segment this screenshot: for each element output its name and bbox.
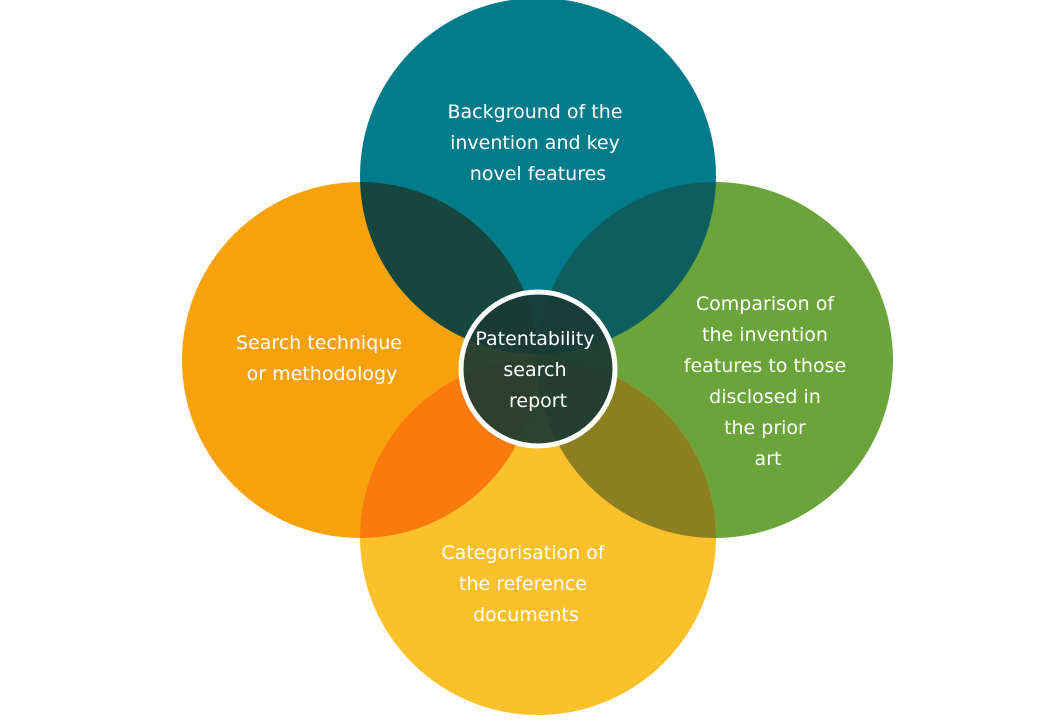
label-comparison-line: disclosed in — [709, 386, 821, 408]
center-label-line: report — [509, 390, 567, 412]
label-background-line: invention and key — [450, 132, 620, 154]
overlap-top-right — [537, 182, 716, 354]
label-categorisation-line: the reference — [459, 573, 587, 595]
label-comparison-line: features to those — [684, 355, 846, 377]
overlap-top-left — [360, 182, 538, 354]
center-label-line: search — [503, 359, 566, 381]
label-background-line: novel features — [470, 163, 606, 185]
label-background: Background of the invention and key nove… — [448, 101, 629, 185]
center-label: Patentability search report — [475, 328, 600, 412]
label-background-line: Background of the — [448, 101, 623, 123]
center-disc — [458, 289, 618, 449]
label-categorisation-line: Categorisation of — [441, 542, 605, 564]
overlap-left-bottom — [360, 359, 538, 538]
label-search-technique-line: or methodology — [247, 363, 398, 385]
label-comparison-line: art — [755, 448, 782, 470]
label-search-technique: Search technique or methodology — [236, 332, 408, 385]
label-comparison-line: the invention — [702, 324, 828, 346]
label-categorisation-line: documents — [473, 604, 579, 626]
center-label-line: Patentability — [475, 328, 594, 350]
label-comparison-line: the prior — [724, 417, 806, 439]
label-comparison-line: Comparison of — [696, 293, 835, 315]
label-comparison: Comparison of the invention features to … — [684, 293, 852, 470]
label-search-technique-line: Search technique — [236, 332, 402, 354]
label-categorisation: Categorisation of the reference document… — [441, 542, 610, 626]
